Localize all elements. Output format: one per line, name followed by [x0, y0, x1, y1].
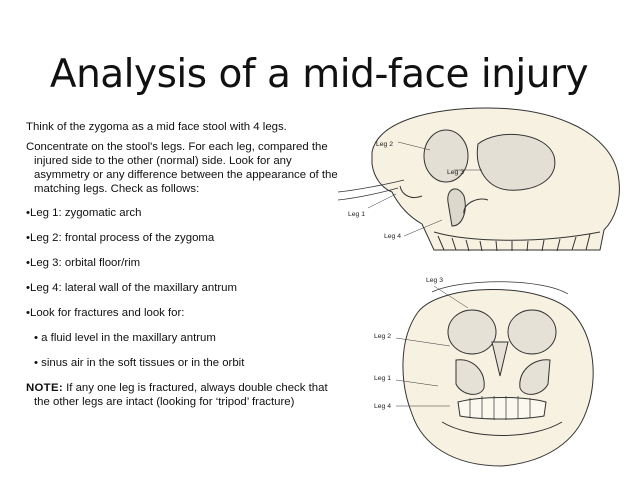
note-label: NOTE:	[26, 382, 63, 394]
bullet-leg-1: •Leg 1: zygomatic arch	[26, 207, 142, 219]
sub-bullet-sinus-air: • sinus air in the soft tissues or in th…	[34, 357, 245, 369]
bullet-leg-4: •Leg 4: lateral wall of the maxillary an…	[26, 282, 238, 294]
slide-body: Think of the zygoma as a mid face stool …	[26, 120, 344, 409]
oblique-label-leg-2: Leg 2	[376, 141, 393, 148]
oblique-label-leg-1: Leg 1	[348, 211, 365, 218]
frontal-label-leg-2: Leg 2	[374, 333, 391, 340]
oblique-label-leg-4: Leg 4	[384, 233, 401, 240]
bullet-leg-2: •Leg 2: frontal process of the zygoma	[26, 232, 215, 244]
sub-bullet-fluid-level: • a fluid level in the maxillary antrum	[34, 332, 216, 344]
oblique-label-leg-3: Leg 3	[447, 169, 464, 176]
frontal-label-leg-4: Leg 4	[374, 403, 391, 410]
oblique-skull-drawing: Leg 2 Leg 3 Leg 1 Leg 4	[338, 107, 620, 252]
bullet-leg-3: •Leg 3: orbital floor/rim	[26, 257, 141, 269]
slide-title: Analysis of a mid-face injury	[49, 52, 589, 97]
oblique-skull-figure: Leg 2 Leg 3 Leg 1 Leg 4	[338, 104, 624, 266]
instructions-text: Concentrate on the stool's legs. For eac…	[26, 141, 338, 195]
note-paragraph: NOTE: If any one leg is fractured, alway…	[26, 381, 344, 409]
frontal-skull-drawing: Leg 3 Leg 2 Leg 1 Leg 4	[374, 277, 594, 467]
frontal-label-leg-1: Leg 1	[374, 375, 391, 382]
bullet-look-for: •Look for fractures and look for:	[26, 307, 185, 319]
note-text: If any one leg is fractured, always doub…	[34, 382, 328, 408]
frontal-label-leg-3: Leg 3	[426, 277, 443, 284]
intro-text: Think of the zygoma as a mid face stool …	[26, 121, 287, 133]
frontal-skull-figure: Leg 3 Leg 2 Leg 1 Leg 4	[372, 272, 604, 472]
